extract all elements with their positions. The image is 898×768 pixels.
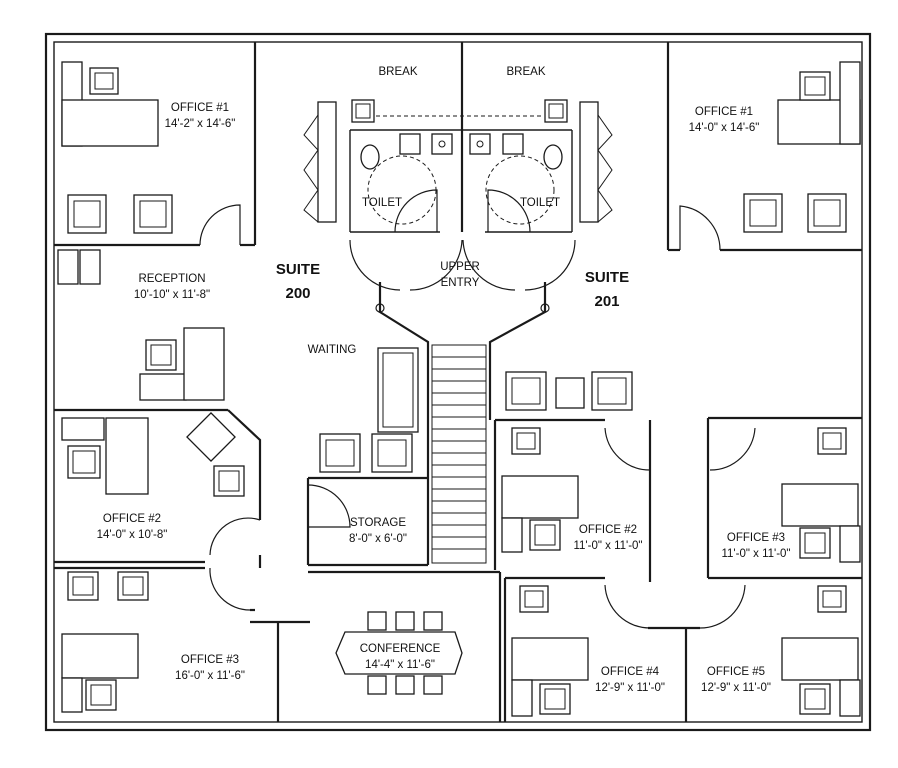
right-office3-name: OFFICE #3: [727, 532, 785, 544]
upper-entry-line2: ENTRY: [441, 277, 480, 289]
upper-entry-line1: UPPER: [440, 261, 480, 273]
suite-200-furniture: [57, 61, 419, 713]
right-office1-name: OFFICE #1: [695, 106, 753, 118]
right-break-name: BREAK: [507, 66, 546, 78]
suite-200-title: SUITE: [276, 261, 320, 278]
left-office2-size: 14'-0" x 10'-8": [97, 529, 168, 541]
right-office5-size: 12'-9" x 11'-0": [701, 682, 771, 694]
suite-200-number: 200: [285, 285, 310, 302]
left-office2-name: OFFICE #2: [103, 513, 161, 525]
right-office3-size: 11'-0" x 11'-0": [721, 548, 790, 560]
staircase: [431, 344, 487, 564]
right-office4-size: 12'-9" x 11'-0": [595, 682, 665, 694]
right-office2-size: 11'-0" x 11'-0": [573, 540, 642, 552]
conference-name: CONFERENCE: [360, 643, 441, 655]
left-office1-name: OFFICE #1: [171, 102, 229, 114]
storage-size: 8'-0" x 6'-0": [349, 533, 407, 545]
labels: SUITE 200 SUITE 201 OFFICE #1 14'-2" x 1…: [97, 66, 791, 694]
reception-name: RECEPTION: [138, 273, 205, 285]
left-break-name: BREAK: [379, 66, 418, 78]
suite-201-furniture: [501, 61, 861, 717]
reception-size: 10'-10" x 11'-8": [134, 289, 210, 301]
left-toilet-name: TOILET: [362, 197, 402, 209]
left-office1-size: 14'-2" x 14'-6": [165, 118, 236, 130]
right-office2-name: OFFICE #2: [579, 524, 637, 536]
right-office4-name: OFFICE #4: [601, 666, 660, 678]
exterior-walls: [44, 32, 872, 732]
suite-201-title: SUITE: [585, 269, 629, 286]
break-fixtures: [303, 99, 613, 225]
left-office3-name: OFFICE #3: [181, 654, 239, 666]
storage-name: STORAGE: [350, 517, 406, 529]
right-office1-size: 14'-0" x 14'-6": [689, 122, 760, 134]
conference-furniture: [335, 611, 463, 695]
waiting-name: WAITING: [308, 344, 357, 356]
right-office5-name: OFFICE #5: [707, 666, 765, 678]
conference-size: 14'-4" x 11'-6": [365, 659, 435, 671]
right-toilet-name: TOILET: [520, 197, 560, 209]
doors: [199, 189, 756, 629]
interior-walls: [54, 42, 862, 722]
suite-201-number: 201: [594, 293, 619, 310]
left-office3-size: 16'-0" x 11'-6": [175, 670, 245, 682]
